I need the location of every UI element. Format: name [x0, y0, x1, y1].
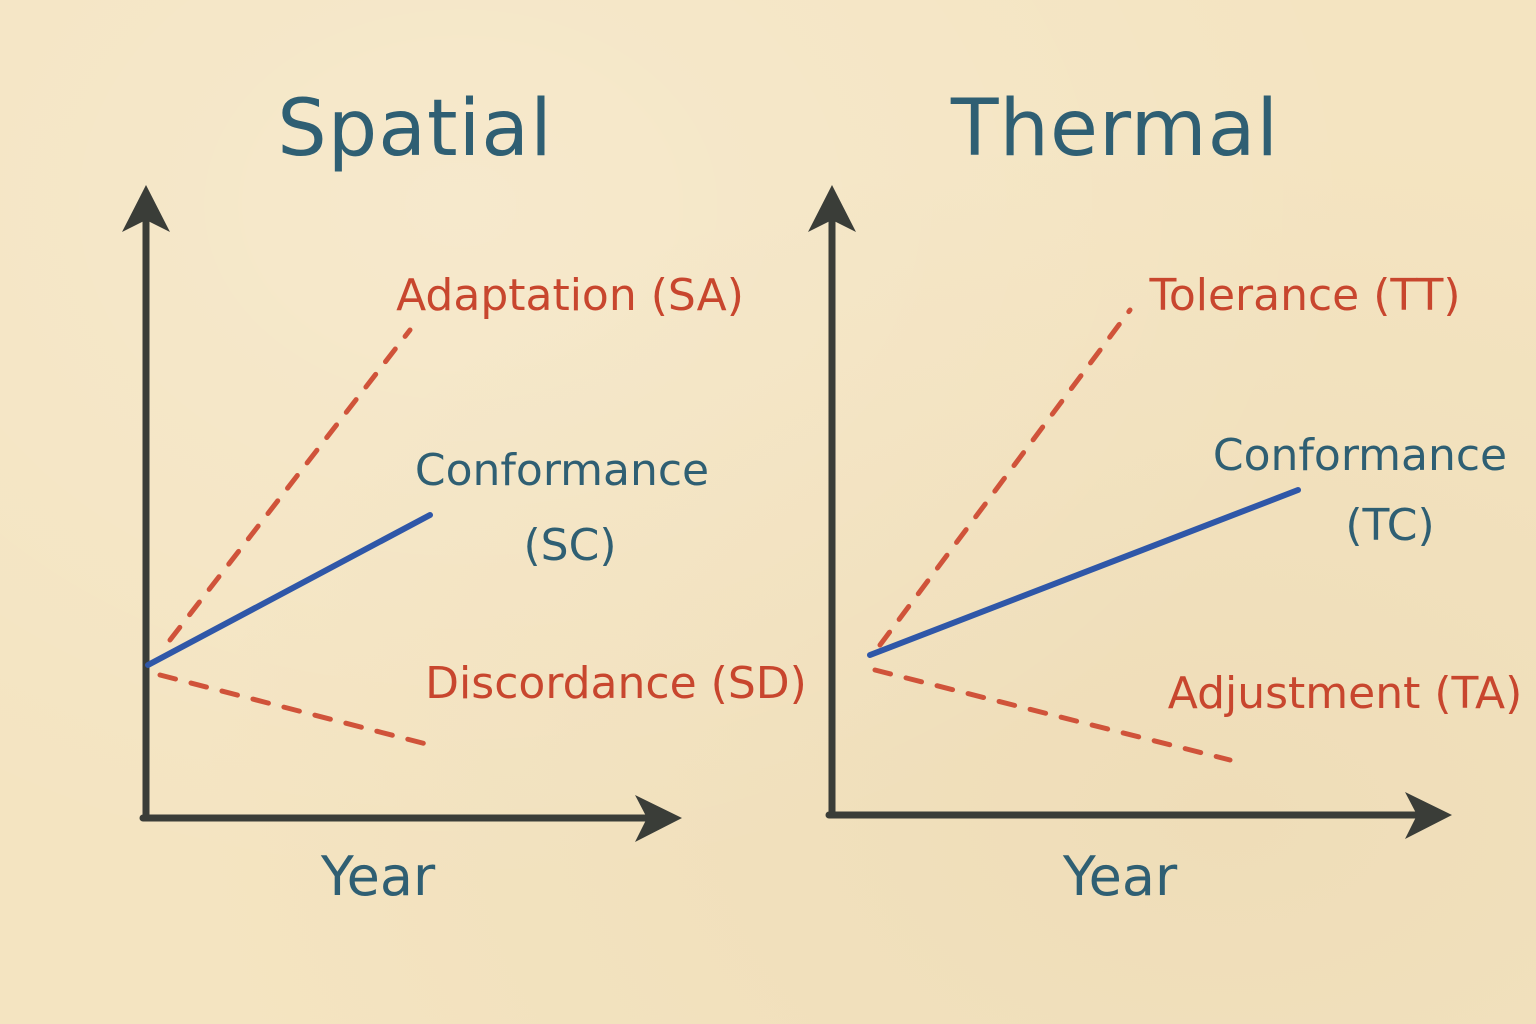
label-tolerance-tt: Tolerance (TT): [1148, 270, 1460, 321]
label-adjustment-ta: Adjustment (TA): [1168, 668, 1523, 719]
line-adjustment-ta: [872, 667, 1233, 763]
y-axis-arrow-icon: [808, 185, 856, 232]
line-conformance-tc: [867, 487, 1301, 658]
panel-title-thermal: Thermal: [950, 84, 1279, 174]
line-tolerance-tt: [877, 307, 1133, 648]
label-conformance-sc-line2: (SC): [524, 520, 617, 571]
axes-thermal: [808, 185, 1452, 839]
axes-spatial: [122, 185, 682, 842]
x-axis-arrow-icon: [1405, 792, 1452, 839]
label-adaptation-sa: Adaptation (SA): [396, 270, 744, 321]
y-axis-arrow-icon: [122, 185, 170, 232]
label-conformance-sc-line1: Conformance: [415, 445, 709, 496]
line-conformance-sc: [145, 512, 433, 668]
label-conformance-tc-line1: Conformance: [1213, 430, 1507, 481]
x-axis-label-thermal: Year: [1062, 845, 1178, 908]
label-discordance-sd: Discordance (SD): [425, 658, 807, 709]
x-axis-arrow-icon: [635, 795, 682, 842]
panel-spatial: Spatial Adaptation (SA) Conformance (SC)…: [122, 84, 807, 908]
line-adaptation-sa: [167, 327, 413, 643]
x-axis-label-spatial: Year: [320, 845, 436, 908]
label-conformance-tc-line2: (TC): [1345, 500, 1434, 551]
line-discordance-sd: [157, 672, 433, 748]
panel-title-spatial: Spatial: [277, 84, 553, 174]
panel-thermal: Thermal Tolerance (TT) Conformance (TC) …: [808, 84, 1522, 908]
